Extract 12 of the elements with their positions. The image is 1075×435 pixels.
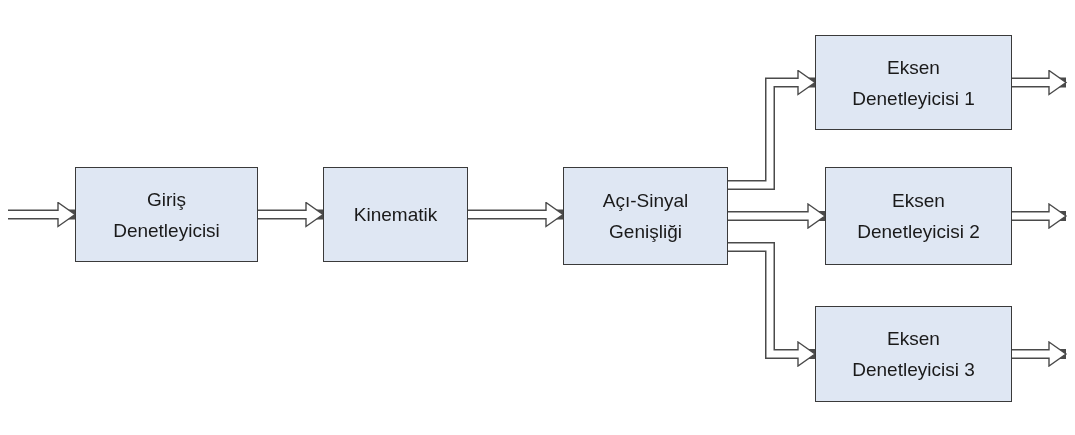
box-label: Eksen Denetleyicisi 2 bbox=[856, 189, 981, 244]
process-box bbox=[825, 167, 1012, 265]
box-label: Kinematik bbox=[353, 203, 438, 227]
box-label: Eksen Denetleyicisi 1 bbox=[851, 55, 976, 111]
box-label: Eksen Denetleyicisi 3 bbox=[851, 327, 976, 382]
process-box bbox=[75, 167, 258, 262]
process-box bbox=[815, 306, 1012, 402]
box-label: Açı-Sinyal Genişliği bbox=[601, 189, 690, 244]
process-box bbox=[563, 167, 728, 265]
process-box bbox=[323, 167, 468, 262]
process-box bbox=[815, 35, 1012, 130]
box-label: Giriş Denetleyicisi bbox=[112, 187, 221, 243]
